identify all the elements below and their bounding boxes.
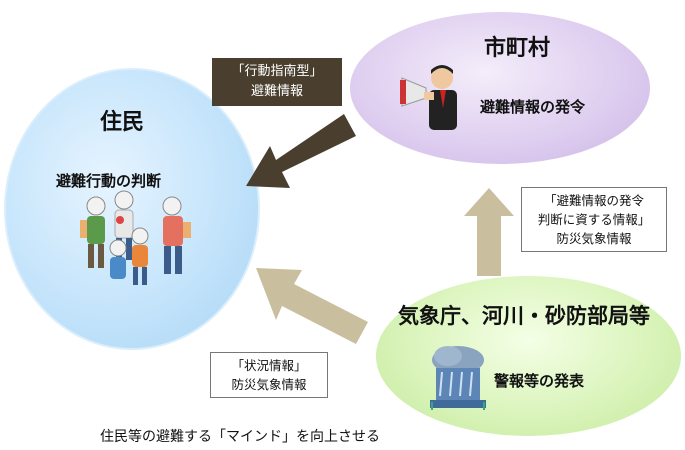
label-situation-info-line1: 「状況情報」 <box>231 358 307 373</box>
agency-ellipse <box>376 276 681 436</box>
caption: 住民等の避難する「マインド」を向上させる <box>100 429 380 445</box>
residents-title: 住民 <box>100 110 145 135</box>
label-action-guide: 「行動指南型」 避難情報 <box>212 58 342 106</box>
residents-ellipse <box>4 68 260 350</box>
arrow-agency-to-municipality <box>464 188 514 276</box>
evacuating-people-illustration <box>80 190 191 285</box>
agency-title: 気象庁、河川・砂防部局等 <box>398 304 650 328</box>
arrow-municipality-to-residents <box>246 114 356 188</box>
label-action-guide-line2: 避難情報 <box>250 84 303 99</box>
agency-subtitle: 警報等の発表 <box>494 372 585 390</box>
label-situation-info: 「状況情報」 防災気象情報 <box>210 352 328 398</box>
label-judgment-info-line1: 「避難情報の発令 <box>543 193 644 208</box>
label-situation-info-line2: 防災気象情報 <box>231 377 307 392</box>
label-judgment-info-line2: 判断に資する情報」 <box>537 212 651 227</box>
arrow-agency-to-residents <box>256 268 368 344</box>
heavy-rain-illustration <box>430 346 486 410</box>
residents-subtitle: 避難行動の判断 <box>56 172 162 190</box>
official-megaphone-illustration <box>400 65 457 130</box>
label-action-guide-line1: 「行動指南型」 <box>231 64 323 79</box>
municipality-title: 市町村 <box>484 36 551 61</box>
municipality-subtitle: 避難情報の発令 <box>480 98 586 116</box>
label-judgment-info: 「避難情報の発令 判断に資する情報」 防災気象情報 <box>521 187 667 252</box>
label-judgment-info-line3: 防災気象情報 <box>556 231 632 246</box>
